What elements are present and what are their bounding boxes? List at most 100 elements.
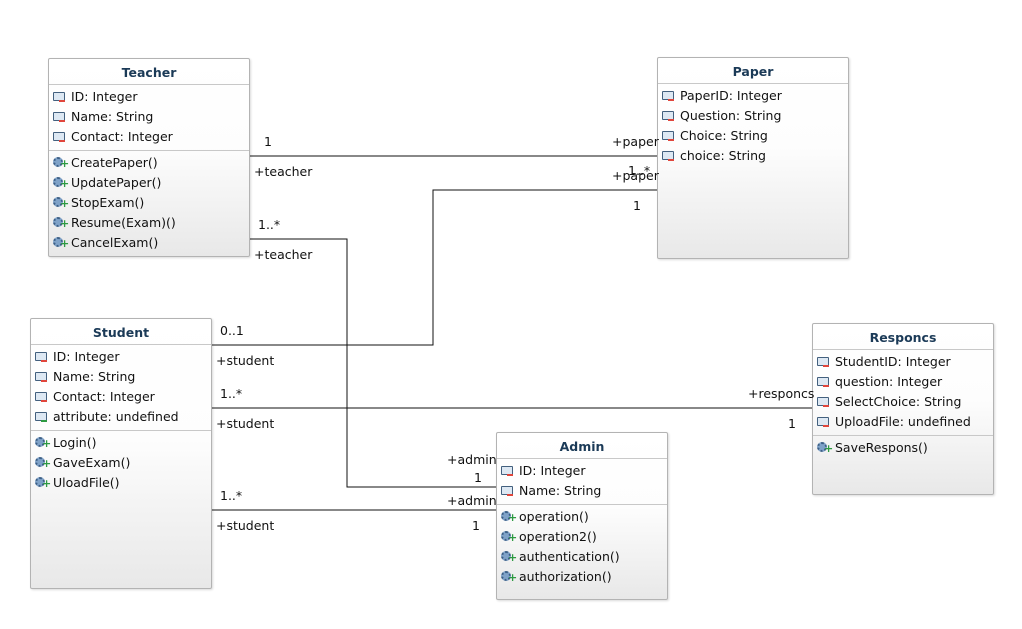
paper-multiplicity-label: 1..* bbox=[628, 163, 651, 178]
attribute-row[interactable]: attribute: undefined bbox=[31, 407, 211, 427]
assoc-teacher-admin-line bbox=[249, 238, 497, 488]
class-admin-title: Admin bbox=[497, 433, 667, 459]
class-paper-attributes: PaperID: Integer Question: String Choice… bbox=[658, 84, 848, 169]
public-operation-icon bbox=[501, 531, 517, 544]
attribute-row[interactable]: Question: String bbox=[658, 106, 848, 126]
class-responcs-attributes: StudentID: Integer question: Integer Sel… bbox=[813, 350, 993, 436]
responcs-multiplicity-label: 1 bbox=[788, 416, 796, 431]
admin-multiplicity-label: 1 bbox=[472, 518, 480, 533]
student-multiplicity-label: 1..* bbox=[220, 386, 243, 401]
public-operation-icon bbox=[53, 237, 69, 250]
admin-role-label: +admin bbox=[447, 493, 497, 508]
private-attribute-icon bbox=[53, 131, 67, 143]
teacher-role-label: +teacher bbox=[254, 247, 313, 262]
operation-row[interactable]: UloadFile() bbox=[31, 473, 211, 493]
class-admin[interactable]: Admin ID: Integer Name: String operation… bbox=[496, 432, 668, 600]
public-operation-icon bbox=[817, 442, 833, 455]
class-teacher[interactable]: Teacher ID: Integer Name: String Contact… bbox=[48, 58, 250, 257]
attribute-row[interactable]: SelectChoice: String bbox=[813, 392, 993, 412]
operation-row[interactable]: GaveExam() bbox=[31, 453, 211, 473]
private-attribute-icon bbox=[501, 465, 515, 477]
operation-row[interactable]: CancelExam() bbox=[49, 233, 249, 253]
public-attribute-icon bbox=[35, 411, 49, 423]
public-operation-icon bbox=[53, 157, 69, 170]
public-operation-icon bbox=[501, 551, 517, 564]
attribute-row[interactable]: Name: String bbox=[31, 367, 211, 387]
paper-multiplicity-label: 1 bbox=[633, 198, 641, 213]
teacher-multiplicity-label: 1 bbox=[264, 134, 272, 149]
operation-row[interactable]: authentication() bbox=[497, 547, 667, 567]
public-operation-icon bbox=[53, 197, 69, 210]
student-role-label: +student bbox=[216, 416, 275, 431]
public-operation-icon bbox=[35, 477, 51, 490]
private-attribute-icon bbox=[35, 371, 49, 383]
private-attribute-icon bbox=[662, 130, 676, 142]
private-attribute-icon bbox=[35, 351, 49, 363]
attribute-row[interactable]: PaperID: Integer bbox=[658, 86, 848, 106]
private-attribute-icon bbox=[817, 376, 831, 388]
operation-row[interactable]: CreatePaper() bbox=[49, 153, 249, 173]
private-attribute-icon bbox=[35, 391, 49, 403]
private-attribute-icon bbox=[817, 356, 831, 368]
attribute-row[interactable]: Contact: Integer bbox=[49, 127, 249, 147]
attribute-row[interactable]: UploadFile: undefined bbox=[813, 412, 993, 432]
private-attribute-icon bbox=[817, 396, 831, 408]
attribute-row[interactable]: Choice: String bbox=[658, 126, 848, 146]
attribute-row[interactable]: Name: String bbox=[49, 107, 249, 127]
operation-row[interactable]: operation() bbox=[497, 507, 667, 527]
operation-row[interactable]: StopExam() bbox=[49, 193, 249, 213]
teacher-multiplicity-label: 1..* bbox=[258, 217, 281, 232]
attribute-row[interactable]: choice: String bbox=[658, 146, 848, 166]
attribute-row[interactable]: ID: Integer bbox=[49, 87, 249, 107]
class-responcs[interactable]: Responcs StudentID: Integer question: In… bbox=[812, 323, 994, 495]
operation-row[interactable]: Login() bbox=[31, 433, 211, 453]
private-attribute-icon bbox=[53, 91, 67, 103]
class-paper[interactable]: Paper PaperID: Integer Question: String … bbox=[657, 57, 849, 259]
student-multiplicity-label: 0..1 bbox=[220, 323, 244, 338]
class-responcs-title: Responcs bbox=[813, 324, 993, 350]
attribute-row[interactable]: Name: String bbox=[497, 481, 667, 501]
public-operation-icon bbox=[501, 511, 517, 524]
private-attribute-icon bbox=[501, 485, 515, 497]
class-responcs-operations: SaveRespons() bbox=[813, 436, 993, 461]
class-student-operations: Login() GaveExam() UloadFile() bbox=[31, 431, 211, 496]
class-student-attributes: ID: Integer Name: String Contact: Intege… bbox=[31, 345, 211, 431]
operation-row[interactable]: SaveRespons() bbox=[813, 438, 993, 458]
operation-row[interactable]: authorization() bbox=[497, 567, 667, 587]
attribute-row[interactable]: question: Integer bbox=[813, 372, 993, 392]
assoc-student-paper-line bbox=[211, 189, 658, 346]
private-attribute-icon bbox=[662, 90, 676, 102]
paper-role-label: +paper bbox=[612, 168, 659, 183]
public-operation-icon bbox=[53, 177, 69, 190]
teacher-role-label: +teacher bbox=[254, 164, 313, 179]
paper-role-label: +paper bbox=[612, 134, 659, 149]
operation-row[interactable]: operation2() bbox=[497, 527, 667, 547]
class-paper-title: Paper bbox=[658, 58, 848, 84]
operation-row[interactable]: Resume(Exam)() bbox=[49, 213, 249, 233]
class-admin-operations: operation() operation2() authentication(… bbox=[497, 505, 667, 590]
admin-role-label: +admin bbox=[447, 452, 497, 467]
attribute-row[interactable]: ID: Integer bbox=[497, 461, 667, 481]
student-role-label: +student bbox=[216, 518, 275, 533]
private-attribute-icon bbox=[817, 416, 831, 428]
operation-row[interactable]: UpdatePaper() bbox=[49, 173, 249, 193]
attribute-row[interactable]: StudentID: Integer bbox=[813, 352, 993, 372]
student-role-label: +student bbox=[216, 353, 275, 368]
class-student-title: Student bbox=[31, 319, 211, 345]
class-student[interactable]: Student ID: Integer Name: String Contact… bbox=[30, 318, 212, 589]
attribute-row[interactable]: ID: Integer bbox=[31, 347, 211, 367]
private-attribute-icon bbox=[53, 111, 67, 123]
class-teacher-operations: CreatePaper() UpdatePaper() StopExam() R… bbox=[49, 151, 249, 256]
private-attribute-icon bbox=[662, 110, 676, 122]
attribute-row[interactable]: Contact: Integer bbox=[31, 387, 211, 407]
class-teacher-attributes: ID: Integer Name: String Contact: Intege… bbox=[49, 85, 249, 151]
public-operation-icon bbox=[35, 457, 51, 470]
student-multiplicity-label: 1..* bbox=[220, 488, 243, 503]
admin-multiplicity-label: 1 bbox=[474, 470, 482, 485]
class-teacher-title: Teacher bbox=[49, 59, 249, 85]
private-attribute-icon bbox=[662, 150, 676, 162]
public-operation-icon bbox=[501, 571, 517, 584]
public-operation-icon bbox=[35, 437, 51, 450]
